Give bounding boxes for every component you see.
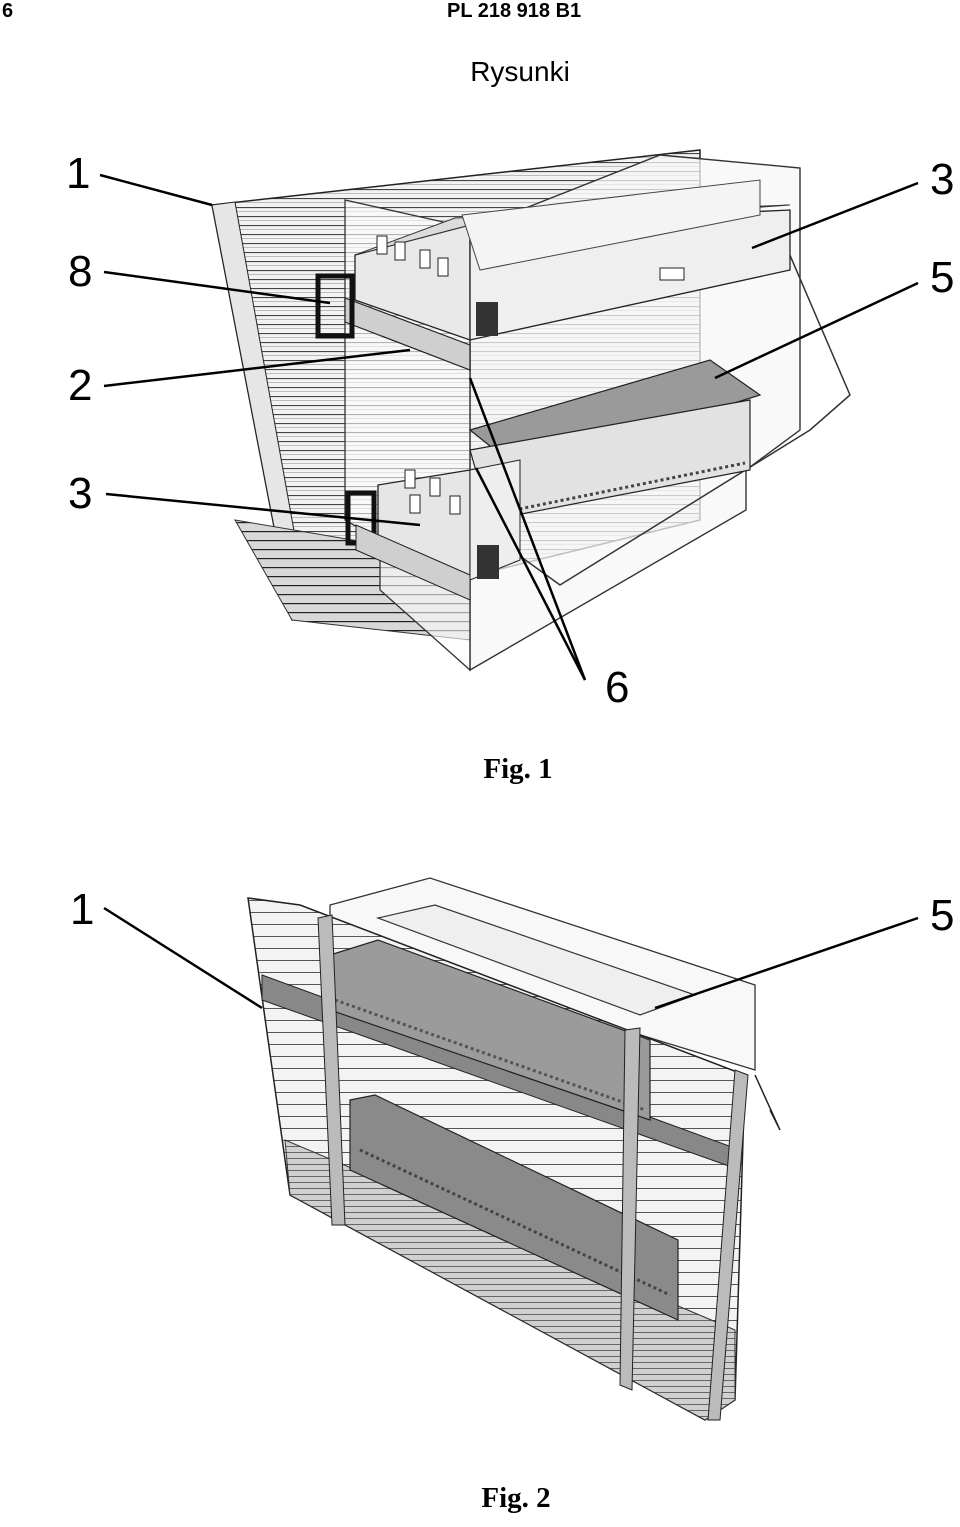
page-number: 6 bbox=[2, 0, 14, 22]
fig1-callout-3-left: 3 bbox=[68, 469, 93, 518]
fig2-callout-5: 5 bbox=[930, 891, 955, 940]
fig1-callout-2: 2 bbox=[68, 361, 93, 410]
figure-1-caption: Fig. 1 bbox=[483, 753, 553, 785]
section-title: Rysunki bbox=[470, 56, 570, 87]
publication-number: PL 218 918 B1 bbox=[447, 0, 582, 22]
fig1-callout-3-right: 3 bbox=[930, 155, 955, 204]
figure-2-drawing bbox=[103, 877, 919, 1421]
fig1-callout-5: 5 bbox=[930, 253, 955, 302]
figure-2-caption: Fig. 2 bbox=[481, 1482, 551, 1514]
fig2-callout-1: 1 bbox=[70, 885, 95, 934]
fig1-callout-1: 1 bbox=[66, 149, 91, 198]
figure-1-drawing bbox=[99, 149, 919, 681]
fig1-callout-6: 6 bbox=[605, 663, 630, 712]
fig1-callout-8: 8 bbox=[68, 247, 93, 296]
